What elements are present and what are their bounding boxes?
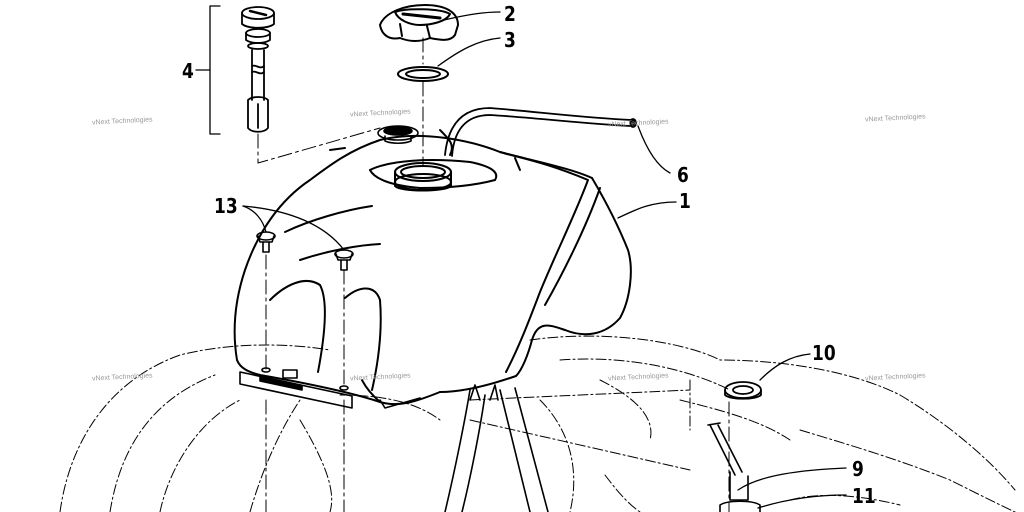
callout-4: 4 [182, 59, 194, 83]
callout-2: 2 [504, 2, 516, 26]
item4-bracket [195, 5, 221, 135]
gauge-port [377, 125, 419, 145]
gasket-ring [397, 66, 449, 82]
leader-lines [242, 11, 847, 509]
callout-10: 10 [812, 341, 836, 365]
callout-9: 9 [852, 457, 864, 481]
vent-hose [444, 107, 637, 157]
fuel-valve [707, 422, 761, 512]
frame-tubes [444, 384, 549, 512]
callout-6: 6 [677, 163, 689, 187]
gas-cap [379, 4, 459, 42]
grommet [724, 381, 762, 400]
callout-13: 13 [214, 194, 238, 218]
callout-3: 3 [504, 28, 516, 52]
fuel-gauge-sender [241, 6, 275, 133]
center-lines [257, 37, 730, 512]
frame-outline [59, 335, 1016, 512]
mounting-tab [239, 369, 421, 409]
callout-11: 11 [852, 484, 876, 508]
screw-fastener [256, 231, 354, 391]
fuel-tank [233, 129, 632, 406]
callout-1: 1 [679, 189, 691, 213]
